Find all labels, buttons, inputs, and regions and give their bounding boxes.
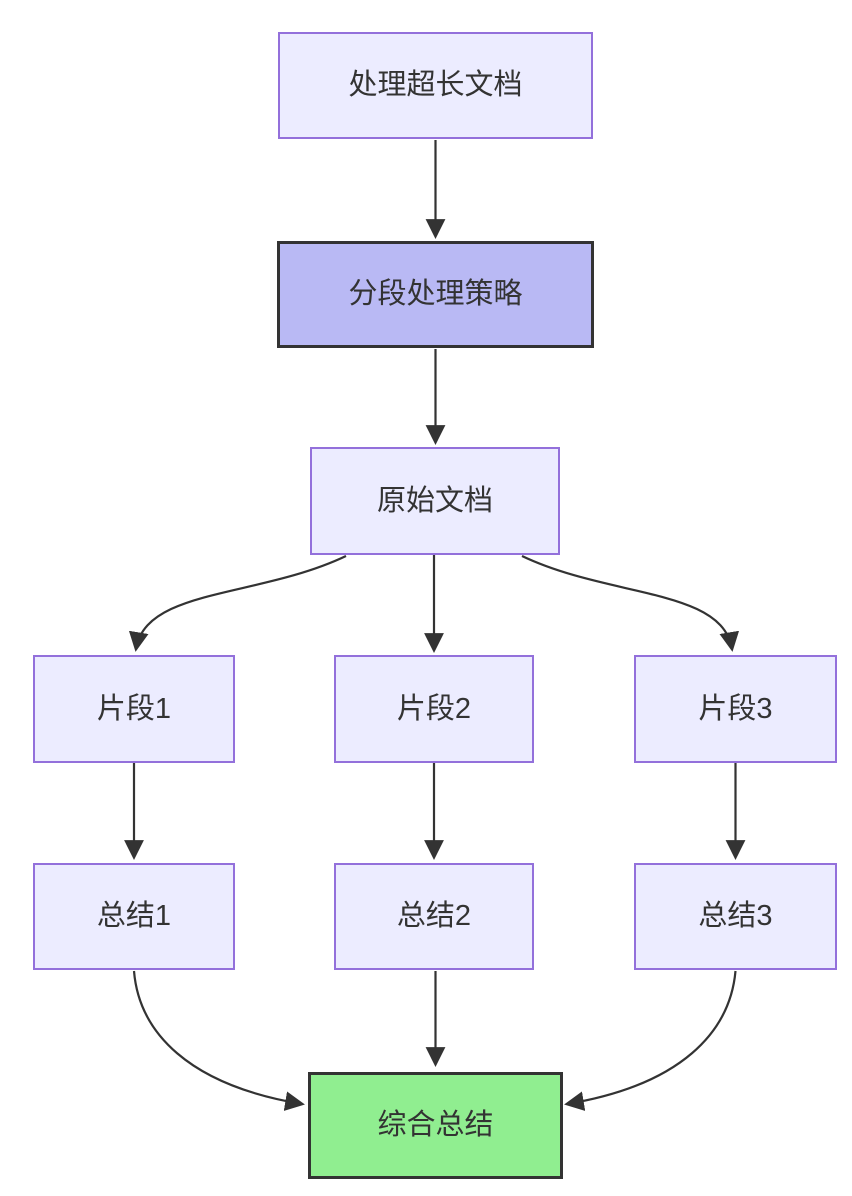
node-final-summary: 综合总结 (308, 1072, 563, 1179)
node-segment-1: 片段1 (33, 655, 235, 763)
node-summary-1: 总结1 (33, 863, 235, 970)
node-summary-3: 总结3 (634, 863, 837, 970)
edge-summary3-to-final (564, 970, 737, 1111)
node-label: 片段3 (698, 692, 773, 725)
node-label: 分段处理策略 (348, 278, 523, 311)
node-process-long-doc: 处理超长文档 (278, 32, 593, 139)
edge-summary1-to-final (132, 970, 305, 1111)
node-label: 综合总结 (377, 1109, 494, 1142)
node-original-doc: 原始文档 (310, 447, 560, 555)
node-label: 原始文档 (376, 484, 493, 517)
node-label: 片段2 (396, 692, 472, 725)
edge-original-to-segment3 (521, 555, 740, 652)
node-label: 总结2 (396, 900, 472, 933)
node-label: 总结3 (698, 900, 773, 933)
node-label: 总结1 (96, 900, 172, 933)
edge-original-to-segment1 (128, 555, 347, 652)
node-segment-3: 片段3 (634, 655, 837, 763)
node-segmentation-strategy: 分段处理策略 (277, 241, 594, 348)
node-summary-2: 总结2 (334, 863, 534, 970)
node-label: 处理超长文档 (348, 69, 523, 102)
node-segment-2: 片段2 (334, 655, 534, 763)
node-label: 片段1 (96, 692, 172, 725)
